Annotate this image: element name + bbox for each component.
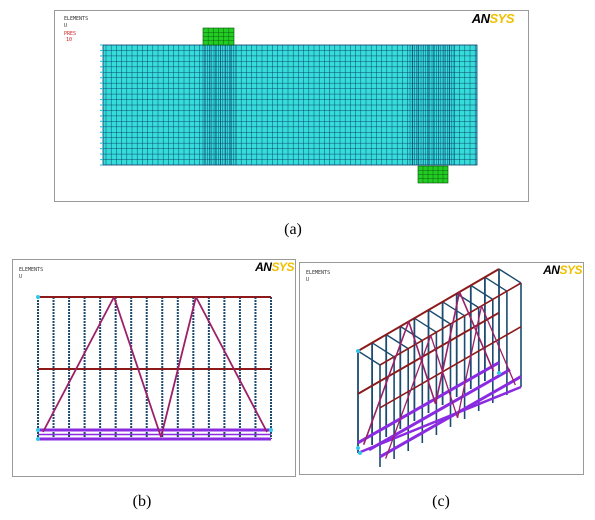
type-label: U	[64, 23, 68, 29]
support-node	[356, 446, 360, 450]
diagonal-member-back	[430, 335, 459, 419]
boundary-node	[100, 82, 103, 84]
boundary-node	[100, 142, 103, 144]
support-node	[356, 349, 360, 353]
boundary-node	[100, 77, 103, 79]
top-cross-tie	[357, 350, 381, 366]
middle-chord-back	[379, 325, 522, 409]
type-label: U	[306, 277, 310, 283]
top-cross-tie	[442, 301, 465, 317]
elements-label: ELEMENTS	[19, 267, 44, 273]
ansys-logo: ANSYS	[543, 263, 582, 277]
top-cross-tie	[428, 309, 451, 325]
diagonal-member	[195, 296, 268, 433]
boundary-node	[100, 60, 103, 62]
top-cross-tie	[470, 284, 494, 300]
boundary-node	[100, 55, 103, 57]
ansys-logo: ANSYS	[471, 11, 515, 26]
boundary-node	[100, 115, 103, 117]
beam-mesh-diagram	[100, 27, 478, 184]
ansys-logo: ANSYS	[255, 260, 294, 274]
middle-chord	[357, 311, 500, 395]
caption-c: (c)	[432, 493, 450, 510]
pres-number: 10	[66, 37, 73, 43]
diagonal-member	[458, 291, 495, 372]
top-cross-tie	[399, 325, 423, 341]
pres-label: PRES	[64, 31, 77, 37]
diagonal-member	[434, 291, 461, 405]
top-chord	[357, 268, 500, 352]
boundary-node	[100, 98, 103, 101]
boundary-node	[100, 148, 103, 150]
truss-elevation-diagram	[36, 295, 273, 441]
top-cross-tie	[414, 317, 437, 333]
diagonal-member	[160, 296, 197, 438]
support-node	[36, 295, 40, 299]
boundary-node	[100, 153, 103, 155]
truss-isometric-diagram	[356, 268, 522, 467]
boundary-node	[100, 158, 103, 161]
support-node	[358, 451, 362, 455]
support-node	[36, 437, 40, 441]
elements-label: ELEMENTS	[306, 270, 331, 276]
caption-a: (a)	[284, 221, 302, 238]
boundary-node	[100, 131, 103, 133]
diagonal-member-back	[456, 305, 483, 418]
boundary-node	[100, 120, 103, 122]
diagonal-member	[362, 321, 410, 445]
top-cross-tie	[371, 342, 395, 358]
boundary-node	[100, 137, 103, 139]
bottom-chord	[357, 361, 500, 445]
boundary-node	[100, 164, 103, 166]
boundary-node	[100, 71, 103, 73]
boundary-node	[100, 126, 103, 128]
support-node	[36, 428, 40, 432]
top-cross-tie	[385, 334, 409, 350]
top-cross-tie	[498, 268, 522, 284]
panel-a: ELEMENTS U PRES 10 ANSYS	[54, 10, 529, 202]
bottom-chord	[368, 368, 511, 452]
support-node	[497, 371, 501, 375]
diagonal-member-back	[480, 305, 516, 386]
boundary-node	[100, 93, 103, 95]
boundary-node	[100, 109, 103, 112]
top-cross-tie	[484, 276, 508, 292]
bottom-chord-base	[357, 385, 522, 455]
boundary-node	[100, 44, 103, 46]
boundary-node	[100, 49, 103, 52]
boundary-node	[100, 66, 103, 68]
type-label: U	[19, 274, 23, 280]
boundary-node	[100, 104, 103, 106]
diagonal-member-back	[385, 335, 432, 459]
elements-label: ELEMENTS	[64, 16, 89, 22]
panel-c: ELEMENTS U ANSYS	[299, 262, 584, 475]
caption-b: (b)	[132, 493, 152, 510]
diagonal-member	[407, 321, 437, 405]
panel-b: ELEMENTS U ANSYS	[12, 259, 296, 477]
diagonal-member	[113, 296, 162, 438]
diagonal-member	[42, 296, 115, 433]
boundary-node	[100, 88, 103, 90]
top-cross-tie	[456, 293, 480, 309]
support-node	[269, 428, 273, 432]
top-chord-back	[379, 282, 522, 366]
